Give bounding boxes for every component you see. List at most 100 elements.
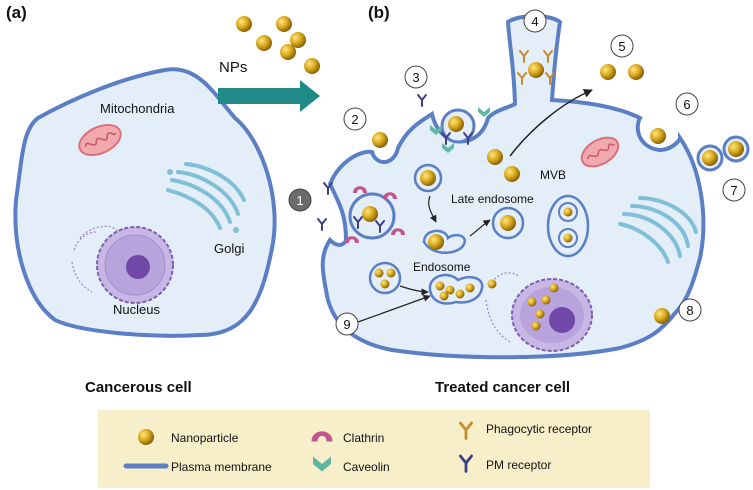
svg-text:5: 5: [618, 39, 625, 54]
caveolin-pit: [417, 94, 490, 153]
macropinocytosis-pocket: [372, 132, 388, 148]
pm-receptor-icon: [417, 94, 427, 107]
legend-label-nanoparticle: Nanoparticle: [171, 431, 239, 445]
fused-endosome: [428, 273, 484, 305]
step-badge-9: 9: [335, 312, 359, 336]
nanoparticle-icon: [380, 279, 390, 289]
golgi-label: Golgi: [214, 241, 244, 256]
nanoparticle-icon: [500, 215, 516, 231]
nanoparticle-icon: [487, 279, 497, 289]
svg-text:9: 9: [343, 317, 350, 332]
svg-text:3: 3: [412, 70, 419, 85]
nanoparticle-icon: [448, 116, 464, 132]
nanoparticle-icon: [420, 170, 436, 186]
step-9-pointer: [357, 294, 431, 323]
released-vesicles: [696, 135, 750, 172]
nucleus-label: Nucleus: [113, 302, 160, 317]
pm-receptor-icon: [317, 218, 327, 231]
step-badge-7: 7: [722, 178, 746, 202]
nanoparticle-icon: [487, 149, 503, 165]
nanoparticle-icon: [280, 44, 296, 60]
early-vesicle: [413, 163, 443, 193]
endosome: [422, 229, 467, 254]
step-badge-1: 1: [288, 188, 312, 212]
step-badge-3: 3: [404, 65, 428, 89]
svg-text:1: 1: [296, 193, 303, 208]
nanoparticle-icon: [455, 289, 465, 299]
legend: Nanoparticle Plasma membrane Clathrin Ca…: [98, 410, 650, 488]
nanoparticle-icon: [650, 128, 666, 144]
svg-text:6: 6: [683, 97, 690, 112]
multivesicular-body: [546, 194, 590, 258]
legend-label-caveolin: Caveolin: [343, 460, 390, 474]
legend-label-clathrin: Clathrin: [343, 431, 384, 445]
vesicle-to-endosome-arrow: [428, 195, 437, 223]
cancerous-cell-membrane: [13, 67, 277, 338]
step-badge-4: 4: [523, 9, 547, 33]
treated-cell-caption: Treated cancer cell: [435, 379, 570, 396]
golgi-icon: [166, 162, 246, 233]
nanoparticle-icon: [654, 308, 670, 324]
nanoparticle-icon: [541, 295, 551, 305]
nanoparticle-icon: [504, 166, 520, 182]
cancerous-cell-caption: Cancerous cell: [85, 379, 192, 396]
nanoparticle-icon: [138, 429, 154, 445]
svg-text:4: 4: [531, 14, 538, 29]
nanoparticle-icon: [628, 64, 644, 80]
pm-receptor-icon: [459, 454, 473, 473]
nanoparticle-icon: [531, 321, 541, 331]
legend-label-plasma-membrane: Plasma membrane: [171, 460, 272, 474]
late-endosome: [491, 206, 525, 240]
phagocytic-receptor-icon: [459, 421, 473, 440]
mitochondria-label: Mitochondria: [100, 101, 175, 116]
nanoparticle-icon: [535, 309, 545, 319]
endosome-label: Endosome: [413, 260, 471, 274]
golgi-icon: [618, 196, 698, 264]
legend-label-phagocytic-receptor: Phagocytic receptor: [486, 422, 592, 436]
nanoparticle-icon: [728, 141, 744, 157]
nanoparticle-icon: [702, 150, 718, 166]
free-nanoparticles-group: [236, 16, 320, 74]
mvb-label: MVB: [540, 168, 566, 182]
nps-label: NPs: [219, 59, 247, 76]
step-badge-5: 5: [610, 34, 634, 58]
svg-text:2: 2: [351, 112, 358, 127]
nucleus-icon: [71, 225, 174, 304]
clathrin-icon: [311, 431, 333, 442]
svg-text:8: 8: [686, 303, 693, 318]
endosome-to-late-arrow: [469, 219, 491, 237]
nanoparticle-icon: [465, 283, 475, 293]
nanoparticle-icon: [304, 58, 320, 74]
panel-b-label: (b): [368, 3, 390, 22]
nanoparticle-icon: [527, 297, 537, 307]
nanoparticle-icon: [549, 283, 559, 293]
nanoparticle-icon: [374, 268, 384, 278]
nanoparticle-icon: [372, 132, 388, 148]
nanoparticle-icon: [435, 281, 445, 291]
legend-label-pm-receptor: PM receptor: [486, 458, 551, 472]
clathrin-pit: [317, 182, 405, 243]
mitochondria-icon: [580, 136, 620, 168]
nanoparticle-icon: [563, 233, 573, 243]
nanoparticle-icon: [528, 62, 544, 78]
vesicle-merge-arrow: [399, 285, 429, 296]
nanoparticle-icon: [236, 16, 252, 32]
step-badge-6: 6: [675, 92, 699, 116]
step-badge-8: 8: [678, 298, 702, 322]
exocytosis-arrow: [509, 89, 593, 157]
nanoparticle-icon: [276, 16, 292, 32]
nanoparticle-icon: [563, 207, 573, 217]
panel-a-label: (a): [6, 3, 27, 22]
nanoparticle-icon: [362, 206, 378, 222]
multi-np-vesicle: [368, 261, 402, 295]
nanoparticle-icon: [428, 234, 444, 250]
svg-text:7: 7: [730, 183, 737, 198]
nanoparticle-icon: [600, 64, 616, 80]
nucleus-icon: [485, 272, 593, 352]
step-badge-2: 2: [343, 107, 367, 131]
nanoparticle-icon: [256, 35, 272, 51]
treatment-arrow-icon: [218, 80, 320, 112]
late-endosome-label: Late endosome: [451, 192, 534, 206]
caveolin-icon: [313, 456, 331, 472]
